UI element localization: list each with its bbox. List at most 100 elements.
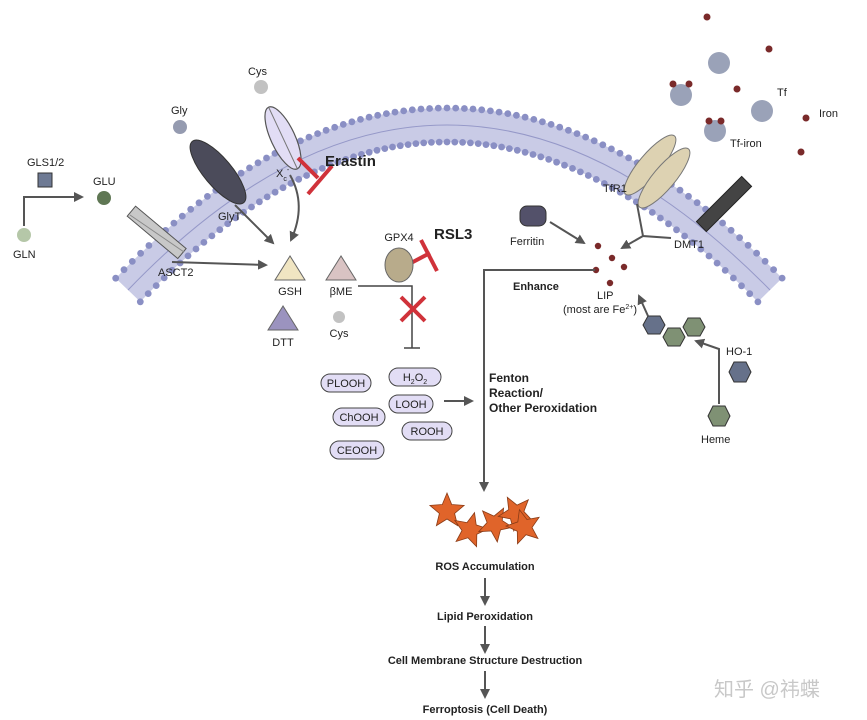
lip-dots <box>592 242 628 287</box>
lipid-head <box>396 142 404 150</box>
lipid-head <box>357 116 364 123</box>
iron-dot <box>705 117 713 125</box>
ferritin-arrow <box>549 221 586 245</box>
lipid-head <box>537 153 545 161</box>
gln-to-glu-arrow <box>23 192 84 226</box>
asct2-label: ASCT2 <box>158 267 193 279</box>
lipid-head <box>374 111 382 119</box>
iron-dot <box>765 45 773 53</box>
iron-dot <box>703 13 711 21</box>
lip-note: (most are Fe2+) <box>563 304 637 316</box>
gsh-triangle <box>274 255 306 281</box>
glu-label: GLU <box>93 176 116 188</box>
peroxide-group: PLOOH H2O2 ChOOH LOOH ROOH CEOOH <box>320 367 453 460</box>
fenton-line-2: Reaction/ <box>489 386 544 400</box>
lipid-head <box>271 188 279 196</box>
lipid-head <box>428 139 435 146</box>
lipid-head <box>184 252 192 260</box>
lipid-head <box>590 137 598 145</box>
dmt1-transporter: DMT1 <box>674 175 753 251</box>
lipid-head <box>459 139 466 146</box>
lipid-head <box>420 139 428 147</box>
iron-cluster: Tf Tf-iron Iron <box>669 13 838 156</box>
lipid-head <box>573 130 581 138</box>
lipid-head <box>592 176 600 183</box>
lipid-head <box>365 113 373 121</box>
gpx4-ellipse <box>384 247 414 283</box>
rsl3-inhibitor: RSL3 <box>410 226 472 272</box>
lipid-head <box>435 138 443 146</box>
lipid-head <box>754 298 762 306</box>
lipid-head <box>144 290 152 297</box>
cys-out-dot <box>254 80 268 94</box>
watermark: 知乎 @祎蝶 <box>714 678 820 701</box>
lipid-head <box>495 108 503 116</box>
lipid-head <box>263 193 271 201</box>
tf-ball <box>708 52 730 74</box>
iron-dot <box>733 85 741 93</box>
lipid-head <box>469 105 477 113</box>
lipid-head <box>539 118 546 126</box>
lipid-head <box>556 123 564 131</box>
lipid-head <box>160 274 168 282</box>
iron-dot <box>717 117 725 125</box>
lipid-head <box>208 232 216 240</box>
lipid-head <box>665 220 672 228</box>
lipid-head <box>530 116 538 123</box>
plooh-pill <box>320 373 372 393</box>
lipid-head <box>648 209 656 216</box>
lipid-head <box>224 220 232 228</box>
lipid-head <box>616 149 624 157</box>
lipid-head <box>673 226 680 234</box>
rooh-label: ROOH <box>411 426 444 438</box>
lipid-head <box>599 141 607 149</box>
ferritin-label: Ferritin <box>510 236 544 248</box>
cross-icon <box>399 295 427 323</box>
gsh-label: GSH <box>278 286 302 298</box>
h2o2-label: H2O2 <box>403 372 427 386</box>
lipid-head <box>187 205 195 213</box>
cys-in-dot <box>333 311 345 323</box>
lipid-head <box>391 108 399 116</box>
iron-dot <box>797 148 805 156</box>
ho1-heme-arrow <box>694 338 720 404</box>
gpx4-inhibit-line <box>358 285 413 348</box>
lipid-heads-outer <box>136 138 762 306</box>
dtt-triangle <box>267 305 299 331</box>
lipid-head <box>685 192 692 200</box>
fenton-line-3: Other Peroxidation <box>489 401 597 415</box>
lipid-head <box>452 104 460 112</box>
lipid-head <box>498 143 505 151</box>
lipid-head <box>719 219 726 227</box>
lipid-head <box>314 130 321 138</box>
lipid-head <box>443 104 451 112</box>
lipid-head <box>237 169 245 177</box>
heme-label: Heme <box>701 434 730 446</box>
lipid-head <box>600 180 608 187</box>
enhance-label: Enhance <box>513 281 559 293</box>
lipid-head <box>467 139 474 147</box>
lipid-head <box>426 105 433 112</box>
lipid-head <box>246 164 253 172</box>
lipid-head <box>178 212 186 220</box>
lipid-head <box>545 156 553 163</box>
lipid-head <box>753 249 760 257</box>
xc-label: Xc- <box>276 167 290 183</box>
gln-dot <box>17 228 31 242</box>
lipid-head <box>478 106 486 114</box>
lipid-head <box>170 219 178 227</box>
lipid-head <box>339 121 347 128</box>
lipid-head <box>408 106 416 114</box>
lipid-head <box>727 226 735 234</box>
lipid-head <box>318 165 326 172</box>
lipid-head <box>358 151 365 158</box>
lipid-head <box>342 156 350 163</box>
lipid-head <box>216 226 224 234</box>
lipid-head <box>657 214 664 222</box>
lipid-head <box>689 239 697 246</box>
ros-star <box>428 491 466 527</box>
tf-iron-label: Tf-iron <box>730 138 762 150</box>
lipid-head <box>608 145 615 153</box>
lipid-head <box>721 267 729 274</box>
lipid-head <box>381 145 389 153</box>
